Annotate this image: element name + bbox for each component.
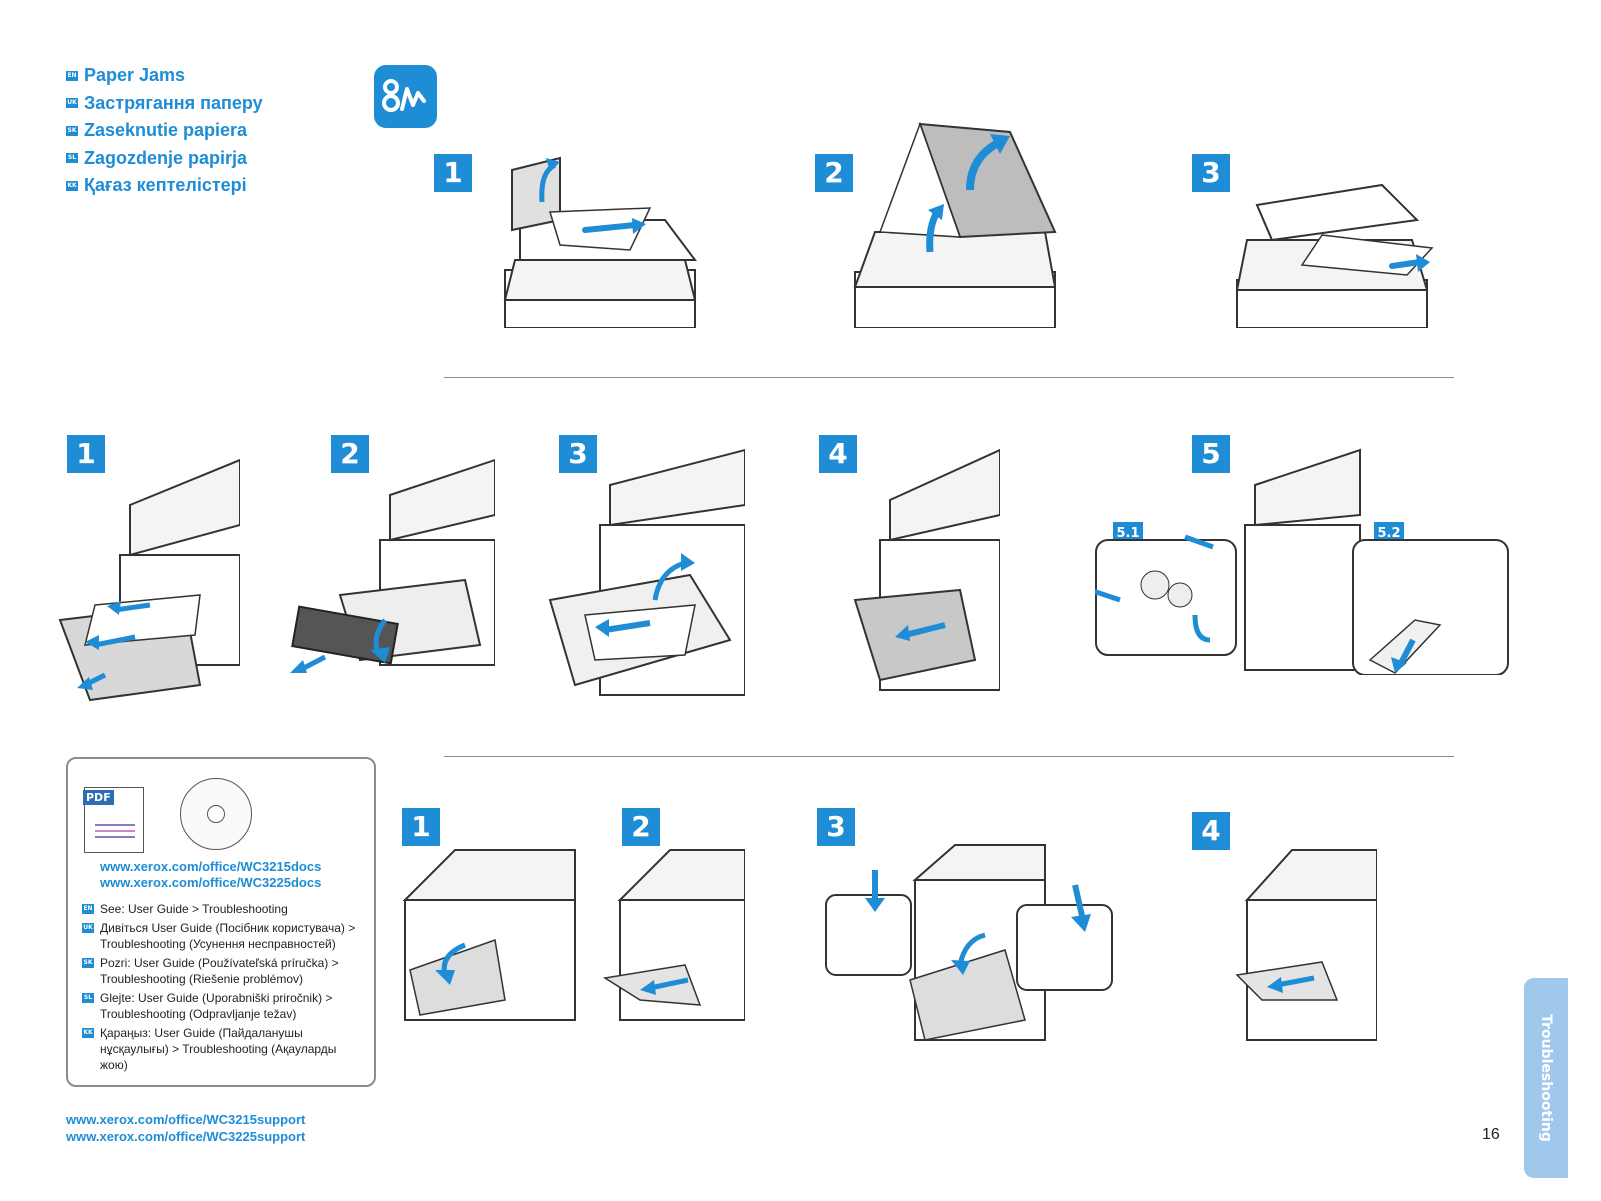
printer-illustration [503,156,697,328]
printer-illustration [825,844,1113,1041]
printer-illustration [1235,849,1377,1041]
printer-illustration [402,849,576,1021]
printer-illustration [1235,183,1434,328]
resources-box: PDF www.xerox.com/office/WC3215docs www.… [66,757,376,1087]
pdf-label: PDF [83,790,114,805]
title-text: Zagozdenje papirja [84,147,248,168]
printer-illustration [853,448,1000,691]
printer-illustration [58,458,240,702]
section-tab-label: Troubleshooting [1538,1014,1554,1142]
cd-disc-icon [180,778,252,850]
lang-flag: UK [66,98,78,109]
step-number: 1 [434,154,472,192]
printer-illustration [548,448,745,696]
step-number: 2 [331,435,369,473]
step-number: 5 [1192,435,1230,473]
title-text: Қағаз кептелістері [84,175,247,196]
title-sl: SL Zagozdenje papirja [66,145,263,173]
printer-illustration [602,849,745,1021]
title-text: Застрягання паперу [84,92,263,113]
step-number: 4 [1192,812,1230,850]
title-text: Zaseknutie papiera [84,120,248,141]
printer-illustration [1095,448,1509,675]
title-en: EN Paper Jams [66,62,263,90]
step-number: 3 [817,808,855,846]
docs-link[interactable]: www.xerox.com/office/WC3225docs [100,875,322,890]
title-kk: KK Қағаз кептелістері [66,172,263,200]
step-number: 4 [819,435,857,473]
printer-illustration [853,121,1057,328]
divider [444,756,1454,757]
section-tab[interactable]: Troubleshooting [1524,978,1568,1178]
step-number: 3 [1192,154,1230,192]
docs-link[interactable]: www.xerox.com/office/WC3215docs [100,859,322,874]
step-number: 2 [622,808,660,846]
title-sk: SK Zaseknutie papiera [66,117,263,145]
paper-jam-icon [374,65,437,128]
step-number: 2 [815,154,853,192]
lang-flag: KK [66,180,78,191]
support-link[interactable]: www.xerox.com/office/WC3215support [66,1112,306,1127]
title-list: EN Paper Jams UK Застрягання паперу SK Zase… [66,62,263,200]
lang-flag: SK [66,125,78,136]
divider [444,377,1454,378]
step-number: 1 [402,808,440,846]
lang-flag: EN [66,70,78,81]
printer-illustration [290,458,495,673]
title-uk: UK Застрягання паперу [66,90,263,118]
page-number: 16 [1482,1126,1500,1143]
step-number: 1 [67,435,105,473]
support-link[interactable]: www.xerox.com/office/WC3225support [66,1129,306,1144]
title-text: Paper Jams [84,65,186,86]
step-number: 3 [559,435,597,473]
lang-flag: SL [66,153,78,164]
pdf-document-icon: PDF [83,787,144,853]
